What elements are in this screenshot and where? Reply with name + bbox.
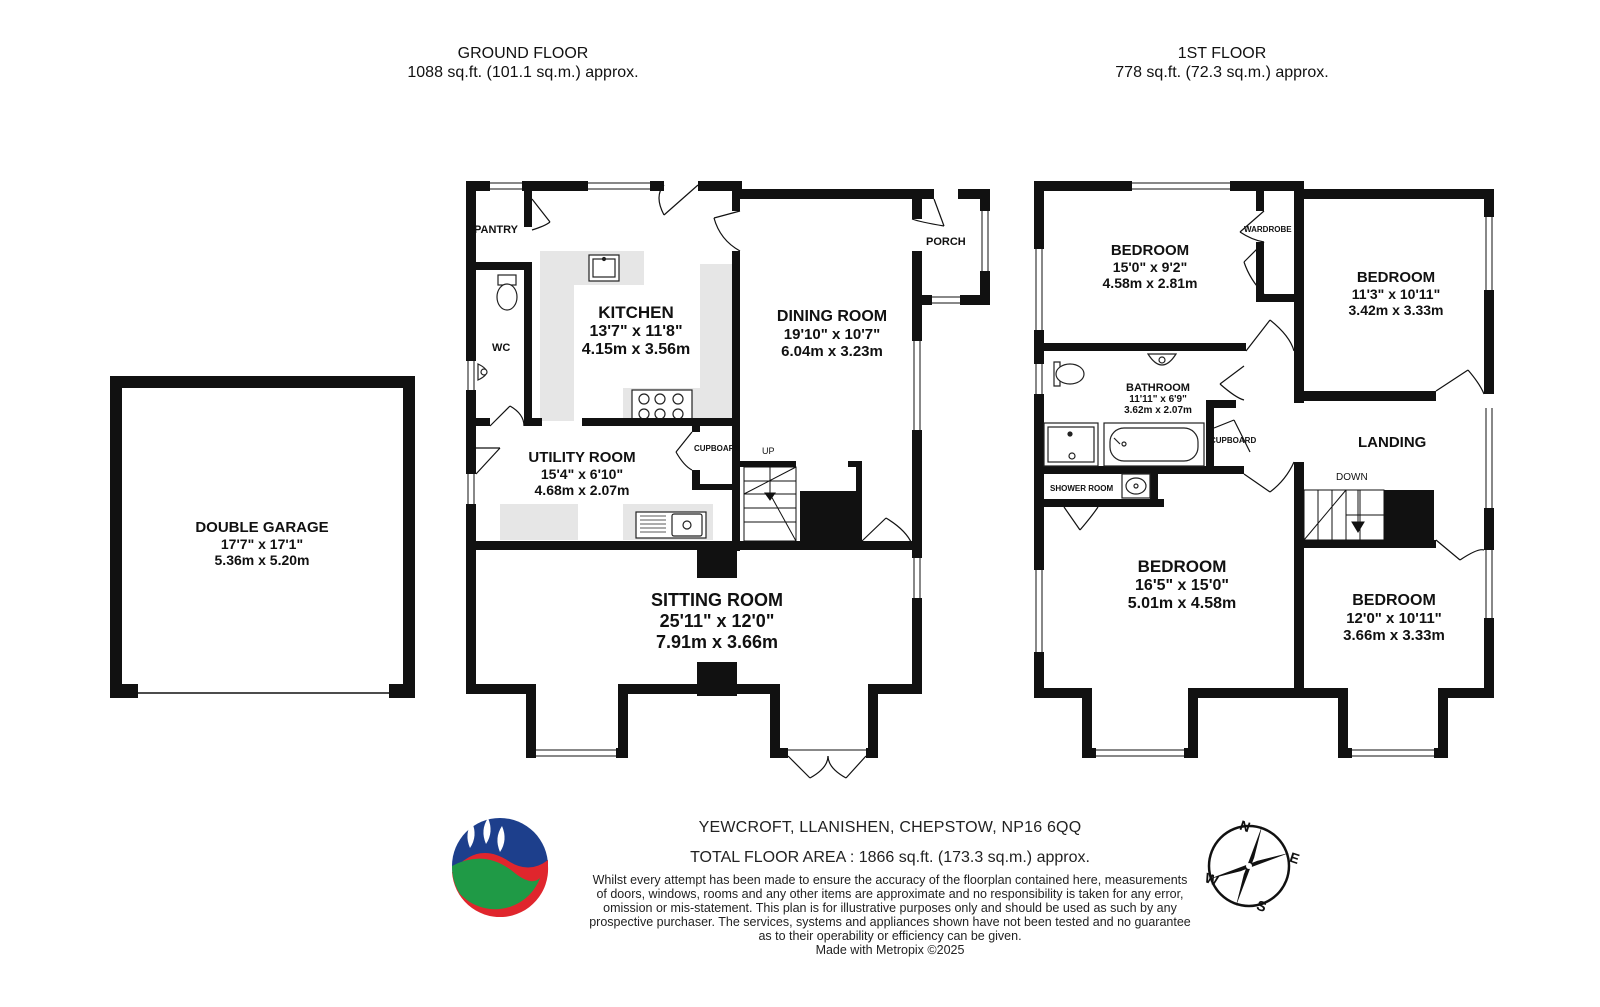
wc-toilet <box>496 274 518 311</box>
property-address: YEWCROFT, LLANISHEN, CHEPSTOW, NP16 6QQ <box>698 819 1082 836</box>
bedroom2-name: BEDROOM <box>1356 269 1436 286</box>
wc-basin <box>477 363 488 381</box>
footer: YEWCROFT, LLANISHEN, CHEPSTOW, NP16 6QQ … <box>580 819 1200 957</box>
bathroom-metric: 3.62m x 2.07m <box>1124 405 1192 416</box>
bedroom4-name: BEDROOM <box>1352 592 1436 609</box>
first-floor-area: 778 sq.ft. (72.3 sq.m.) approx. <box>1115 64 1329 81</box>
ground-floor-walls <box>466 181 990 758</box>
ground-floor-header: GROUND FLOOR 1088 sq.ft. (101.1 sq.m.) a… <box>383 44 663 82</box>
disclaimer: Whilst every attempt has been made to en… <box>580 873 1200 957</box>
stairs-up-label: UP <box>762 446 775 456</box>
bedroom2-label: BEDROOM 11'3" x 10'11" 3.42m x 3.33m <box>1316 269 1476 318</box>
garage-imperial: 17'7" x 17'1" <box>220 536 304 552</box>
kitchen-imperial: 13'7" x 11'8" <box>589 323 683 340</box>
kitchen-hob <box>631 389 693 423</box>
bedroom1-label: BEDROOM 15'0" x 9'2" 4.58m x 2.81m <box>1070 242 1230 291</box>
disclaimer-line: omission or mis-statement. This plan is … <box>603 901 1177 915</box>
bathroom-label: BATHROOM 11'11" x 6'9" 3.62m x 2.07m <box>1098 382 1218 416</box>
made-with: Made with Metropix ©2025 <box>815 943 965 957</box>
first-floor-header: 1ST FLOOR 778 sq.ft. (72.3 sq.m.) approx… <box>1092 44 1352 82</box>
kitchen-name: KITCHEN <box>598 303 674 322</box>
bedroom3-metric: 5.01m x 4.58m <box>1127 595 1237 612</box>
wardrobe-label: WARDROBE <box>1244 225 1292 234</box>
sitting-imperial: 25'11" x 12'0" <box>659 611 775 631</box>
first-cupboard-label: CUPBOARD <box>1210 436 1257 445</box>
bedroom1-name: BEDROOM <box>1110 242 1190 259</box>
bedroom3-name: BEDROOM <box>1137 557 1227 576</box>
bedroom3-label: BEDROOM 16'5" x 15'0" 5.01m x 4.58m <box>1092 557 1272 613</box>
bedroom1-metric: 4.58m x 2.81m <box>1102 275 1198 291</box>
ground-floor-stairs <box>743 466 797 542</box>
kitchen-label: KITCHEN 13'7" x 11'8" 4.15m x 3.56m <box>556 303 716 359</box>
first-floor-stairs <box>1303 489 1385 541</box>
garage-label: DOUBLE GARAGE 17'7" x 17'1" 5.36m x 5.20… <box>162 519 362 568</box>
dining-name: DINING ROOM <box>776 308 888 325</box>
disclaimer-line: of doors, windows, rooms and any other i… <box>596 887 1184 901</box>
utility-name: UTILITY ROOM <box>528 449 636 466</box>
pantry-label: PANTRY <box>474 224 518 236</box>
disclaimer-line: as to their operability or efficiency ca… <box>758 929 1022 943</box>
disclaimer-line: Whilst every attempt has been made to en… <box>592 873 1188 887</box>
first-floor-title: 1ST FLOOR <box>1177 45 1267 62</box>
bathroom-fixtures <box>1043 353 1205 499</box>
sitting-label: SITTING ROOM 25'11" x 12'0" 7.91m x 3.66… <box>617 590 817 653</box>
bedroom4-label: BEDROOM 12'0" x 10'11" 3.66m x 3.33m <box>1314 592 1474 644</box>
dining-label: DINING ROOM 19'10" x 10'7" 6.04m x 3.23m <box>752 308 912 360</box>
bathroom-name: BATHROOM <box>1126 382 1190 394</box>
utility-sink <box>635 511 707 539</box>
first-floor-windows <box>1035 182 1493 757</box>
ground-stair-void <box>800 491 856 541</box>
kitchen-metric: 4.15m x 3.56m <box>581 341 691 358</box>
first-floor-walls <box>1034 181 1494 758</box>
first-stair-void <box>1384 490 1434 540</box>
disclaimer-line: prospective purchaser. The services, sys… <box>589 915 1191 929</box>
bedroom1-imperial: 15'0" x 9'2" <box>1112 259 1188 275</box>
utility-imperial: 15'4" x 6'10" <box>540 466 624 482</box>
garage-name: DOUBLE GARAGE <box>195 519 329 536</box>
first-floor-doors <box>1063 210 1485 561</box>
metropix-logo <box>452 818 549 918</box>
landing-label: LANDING <box>1358 434 1427 451</box>
ground-floor-doors <box>475 184 945 779</box>
sitting-metric: 7.91m x 3.66m <box>655 632 779 652</box>
bedroom2-imperial: 11'3" x 10'11" <box>1351 286 1441 302</box>
utility-label: UTILITY ROOM 15'4" x 6'10" 4.68m x 2.07m <box>502 449 662 498</box>
bedroom2-metric: 3.42m x 3.33m <box>1348 302 1444 318</box>
bedroom4-metric: 3.66m x 3.33m <box>1343 627 1445 644</box>
dining-imperial: 19'10" x 10'7" <box>783 326 881 343</box>
garage-metric: 5.36m x 5.20m <box>214 552 310 568</box>
utility-metric: 4.68m x 2.07m <box>534 482 630 498</box>
ground-floor-windows <box>467 182 989 757</box>
kitchen-sink <box>588 254 620 282</box>
shower-room-label: SHOWER ROOM <box>1050 484 1114 493</box>
ground-floor-title: GROUND FLOOR <box>457 45 589 62</box>
double-garage-walls <box>110 376 415 698</box>
dining-metric: 6.04m x 3.23m <box>781 343 883 360</box>
bathroom-imperial: 11'11" x 6'9" <box>1129 394 1187 405</box>
sitting-name: SITTING ROOM <box>651 590 783 610</box>
ground-floor-area: 1088 sq.ft. (101.1 sq.m.) approx. <box>407 64 639 81</box>
total-floor-area: TOTAL FLOOR AREA : 1866 sq.ft. (173.3 sq… <box>690 849 1090 866</box>
wc-label: WC <box>492 342 511 354</box>
porch-label: PORCH <box>926 236 966 248</box>
compass-icon <box>1207 824 1291 908</box>
ground-cupboard-label: CUPBOARD <box>694 444 741 453</box>
stairs-down-label: DOWN <box>1336 472 1368 483</box>
bedroom4-imperial: 12'0" x 10'11" <box>1346 610 1442 627</box>
bedroom3-imperial: 16'5" x 15'0" <box>1135 577 1229 594</box>
